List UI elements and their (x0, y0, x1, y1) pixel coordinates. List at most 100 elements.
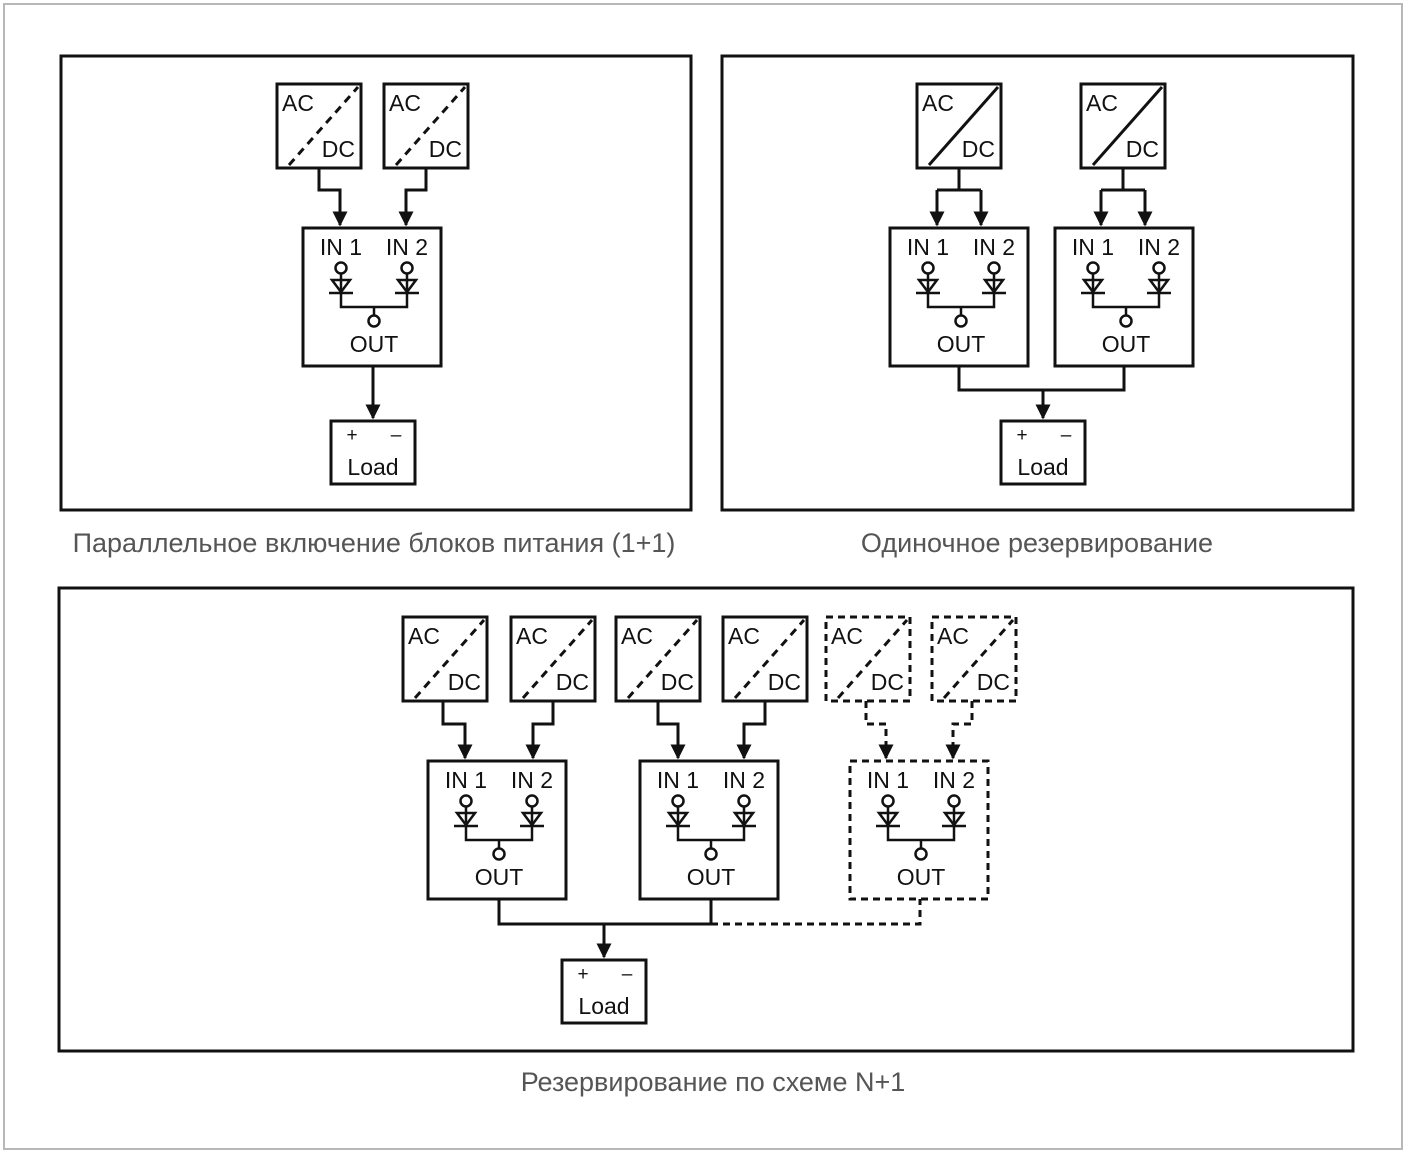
out-label: OUT (687, 864, 736, 890)
outer-frame (3, 3, 1403, 1150)
dc-label: DC (556, 669, 589, 695)
ac-label: AC (516, 623, 548, 649)
in2-label: IN 2 (723, 767, 765, 793)
diode-join (926, 302, 996, 309)
ac-dc-converter: AC DC (614, 615, 702, 703)
load-box (329, 419, 417, 486)
converter-box (930, 615, 1018, 703)
wire-n1-psu4-in2 (736, 701, 767, 760)
diode-triangle (520, 811, 544, 828)
module-box (426, 759, 568, 901)
out-label: OUT (350, 331, 399, 357)
wire-n1-psu3-in1 (656, 701, 686, 760)
in1-label: IN 1 (1072, 234, 1114, 260)
diode-join (886, 835, 956, 842)
caption-single-redundancy: Одиночное резервирование (861, 528, 1213, 558)
caption-parallel: Параллельное включение блоков питания (1… (73, 528, 676, 558)
wire-n1-psu5-in1 (864, 701, 894, 760)
dc-label: DC (977, 669, 1010, 695)
out-label: OUT (1102, 331, 1151, 357)
out-label: OUT (937, 331, 986, 357)
in1-label: IN 1 (445, 767, 487, 793)
ac-label: AC (389, 90, 421, 116)
diode-triangle (454, 811, 478, 828)
ac-label: AC (922, 90, 954, 116)
out-terminal (914, 847, 928, 861)
load: +–Load (329, 419, 417, 486)
wire-psu1-in1 (317, 168, 348, 227)
converter-diagonal (287, 86, 360, 166)
converter-diagonal (927, 86, 1000, 166)
converter-diagonal (942, 619, 1015, 699)
dc-label: DC (661, 669, 694, 695)
dc-label: DC (322, 136, 355, 162)
diode-triangle (395, 278, 419, 295)
panel-n-plus-1 (57, 586, 1355, 1053)
diode-join (676, 835, 746, 842)
wire-n1-psu6-in2 (945, 701, 974, 760)
converter-diagonal (626, 619, 699, 699)
converter-box (824, 615, 912, 703)
dc-label: DC (962, 136, 995, 162)
in1-terminal (334, 261, 348, 275)
load-label: Load (1017, 454, 1068, 480)
loads: +–Load+–Load+–Load (329, 419, 1087, 1025)
ac-dc-converter: AC DC (824, 615, 912, 703)
load-label: Load (578, 993, 629, 1019)
out-terminal (954, 314, 968, 328)
minus-label: – (622, 964, 633, 985)
converter-diagonal (1091, 86, 1164, 166)
converter-diagonal (733, 619, 806, 699)
in1-label: IN 1 (320, 234, 362, 260)
in2-label: IN 2 (386, 234, 428, 260)
in1-label: IN 1 (657, 767, 699, 793)
out-terminal (704, 847, 718, 861)
diode-join (339, 302, 409, 309)
in2-label: IN 2 (973, 234, 1015, 260)
converter-box (401, 615, 489, 703)
out-terminal (492, 847, 506, 861)
caption-n-plus-1: Резервирование по схеме N+1 (521, 1067, 906, 1097)
diode-triangle (916, 278, 940, 295)
ac-dc-converter: AC DC (915, 82, 1003, 170)
redundancy-module: IN 1 IN 2 OUT (301, 226, 443, 368)
load-label: Load (347, 454, 398, 480)
out-label: OUT (897, 864, 946, 890)
out-terminal (367, 314, 381, 328)
in2-terminal (525, 794, 539, 808)
converter-diagonal (413, 619, 486, 699)
out-terminal (1119, 314, 1133, 328)
dc-label: DC (871, 669, 904, 695)
ac-label: AC (621, 623, 653, 649)
in2-terminal (737, 794, 751, 808)
ac-label: AC (1086, 90, 1118, 116)
diode-join (464, 835, 534, 842)
ac-label: AC (728, 623, 760, 649)
wire-n1-psu1-in1 (441, 701, 473, 760)
diode-triangle (1147, 278, 1171, 295)
plus-label: + (577, 964, 588, 985)
in1-terminal (921, 261, 935, 275)
minus-label: – (391, 425, 402, 446)
dc-label: DC (448, 669, 481, 695)
in2-terminal (947, 794, 961, 808)
wire-psu2-in2 (398, 168, 428, 227)
wire-n1-outputs-bus (497, 899, 713, 926)
converter-diagonal (394, 86, 467, 166)
wire-n1-psu2-in2 (525, 701, 555, 760)
out-label: OUT (475, 864, 524, 890)
module-box (638, 759, 780, 901)
ac-label: AC (831, 623, 863, 649)
converter-diagonal (521, 619, 594, 699)
diode-triangle (876, 811, 900, 828)
in1-terminal (671, 794, 685, 808)
